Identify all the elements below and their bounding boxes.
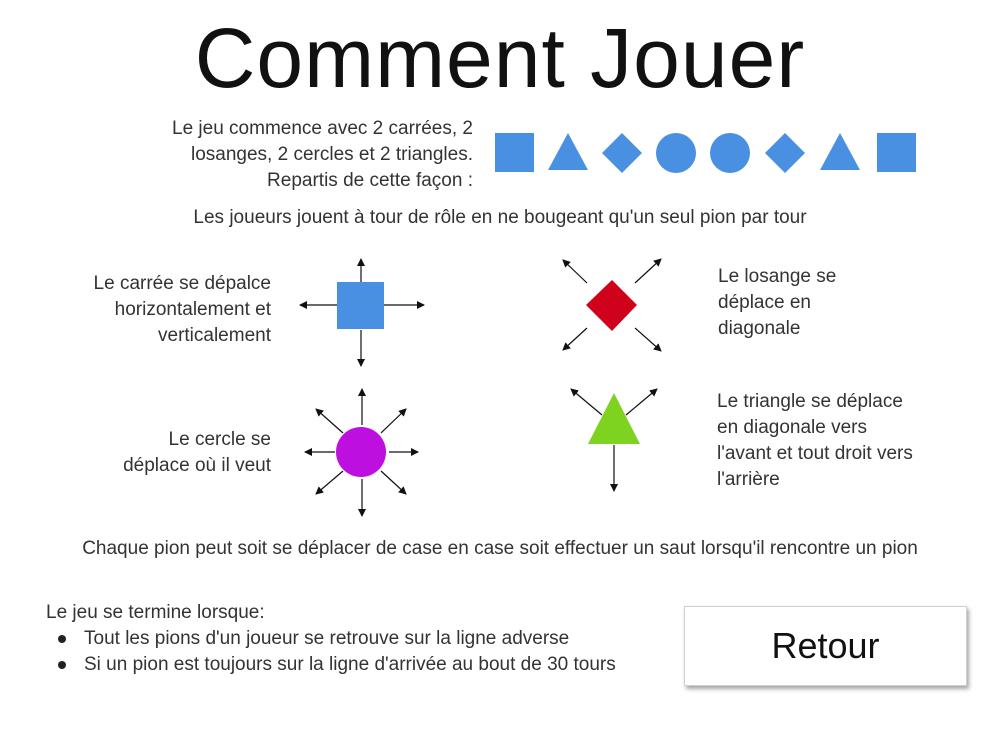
square-icon — [495, 133, 534, 172]
intro-line: Repartis de cette façon : — [267, 170, 473, 191]
page-title: Comment Jouer — [194, 11, 806, 105]
end-list: Tout les pions d'un joueur se retrouve s… — [46, 626, 676, 678]
square-icon — [877, 133, 916, 172]
triangle-moves-diagram — [570, 388, 658, 492]
diamond-piece-icon — [586, 280, 637, 331]
retour-button[interactable]: Retour — [684, 606, 967, 686]
start-row — [495, 133, 916, 173]
diamond-description: Le losange se déplace en diagonale — [718, 266, 837, 339]
list-item: Si un pion est toujours sur la ligne d'a… — [46, 652, 676, 678]
intro-line: losanges, 2 cercles et 2 triangles. — [191, 144, 473, 165]
circle-description: Le cercle se déplace où il veut — [123, 429, 271, 476]
circle-icon — [656, 133, 696, 173]
intro-line: Le jeu commence avec 2 carrées, 2 — [172, 118, 473, 139]
turn-rule: Les joueurs jouent à tour de rôle en ne … — [193, 207, 807, 228]
circle-piece-icon — [336, 427, 386, 477]
triangle-piece-icon — [588, 393, 640, 444]
triangle-description: Le triangle se déplace en diagonale vers… — [717, 391, 913, 490]
list-item: Tout les pions d'un joueur se retrouve s… — [46, 626, 676, 652]
circle-moves-diagram — [304, 388, 419, 517]
intro-text: Le jeu commence avec 2 carrées, 2 losang… — [60, 116, 473, 194]
diamond-moves-diagram — [562, 258, 662, 352]
end-conditions: Le jeu se termine lorsque: Tout les pion… — [46, 600, 676, 678]
triangle-icon — [820, 133, 860, 170]
diamond-icon — [602, 133, 642, 173]
square-moves-diagram — [299, 258, 425, 367]
triangle-icon — [548, 133, 588, 170]
square-description: Le carrée se dépalce horizontalement et … — [93, 273, 271, 346]
diamond-icon — [765, 133, 805, 173]
circle-icon — [710, 133, 750, 173]
end-heading: Le jeu se termine lorsque: — [46, 602, 265, 623]
jump-rule: Chaque pion peut soit se déplacer de cas… — [82, 538, 918, 559]
square-piece-icon — [337, 282, 384, 329]
